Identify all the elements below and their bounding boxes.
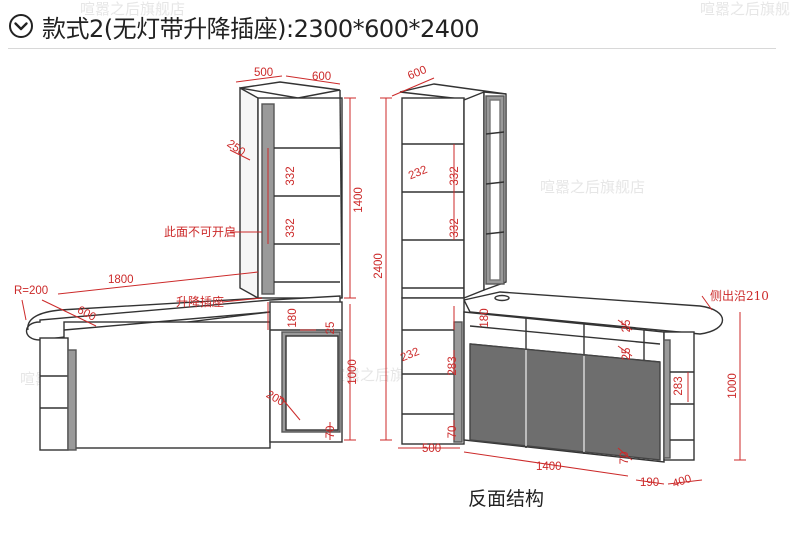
dim-back-end-height: 1000 [727,373,739,399]
dim-top-depth: 600 [312,71,331,83]
dim-back-shelf-gap-3: 332 [449,218,461,237]
dim-back-center-plinth: 70 [619,452,631,465]
dim-gap-upper-2: 332 [285,218,297,237]
dim-back-drawer-height: 180 [479,308,491,327]
dim-gap-upper-1: 332 [285,166,297,185]
dim-back-shelf-gap-2: 332 [449,166,461,185]
front-dimensions: 500 600 250 332 332 1400 1800 R=200 600 … [14,67,365,438]
side-shelf [39,337,69,451]
note-socket: 升降插座 [176,294,224,309]
watermark: 喧嚣之后旗舰店 [540,178,645,196]
note-no-open: 此面不可开启 [164,225,236,239]
dim-back-side-width: 500 [422,443,441,455]
chevron-down-circle-icon [9,14,33,38]
front-view [25,81,343,451]
dim-back-top-depth: 600 [406,64,428,82]
dim-cabinet-inner: 25 [325,322,337,335]
watermark: 喧嚣之后旗舰店 [80,0,185,18]
dim-back-low-gap-2: 283 [447,356,459,375]
back-dimensions: 600 232 332 332 2400 180 25 25 232 283 7… [373,64,769,490]
header: 款式2(无灯带升降插座):2300*600*2400 [8,8,480,44]
back-view [399,83,723,463]
dim-back-end-depth-2: 400 [671,473,693,490]
tower-side [239,86,259,300]
back-tower-side [463,90,485,300]
back-desk-top [462,291,723,335]
dim-top-width: 500 [254,67,273,79]
dim-back-end-depth-1: 190 [640,477,659,489]
dim-back-total-height: 2400 [373,253,385,279]
dim-tower-height: 1400 [353,187,365,213]
header-divider [8,48,776,49]
view-caption: 反面结构 [468,488,545,510]
dim-back-end-gap: 283 [673,376,685,395]
watermark: 喧嚣之后旗舰店 [700,0,790,18]
dim-back-rail-1: 25 [621,320,633,333]
dim-back-plinth: 70 [447,426,459,439]
page-title: 款式2(无灯带升降插座):2300*600*2400 [42,14,480,43]
desk-panel [63,321,271,449]
dim-cabinet-top: 180 [287,308,299,327]
dim-cabinet-height: 1000 [347,359,359,385]
dim-radius: R=200 [14,285,48,297]
dim-desk-length: 1800 [108,274,134,286]
dim-plinth: 70 [325,426,337,439]
back-tower-front [401,97,465,299]
dim-back-rail-2: 25 [621,348,633,361]
dim-back-side-overhang: 侧出沿210 [710,289,769,303]
dim-back-center-width: 1400 [536,461,562,473]
